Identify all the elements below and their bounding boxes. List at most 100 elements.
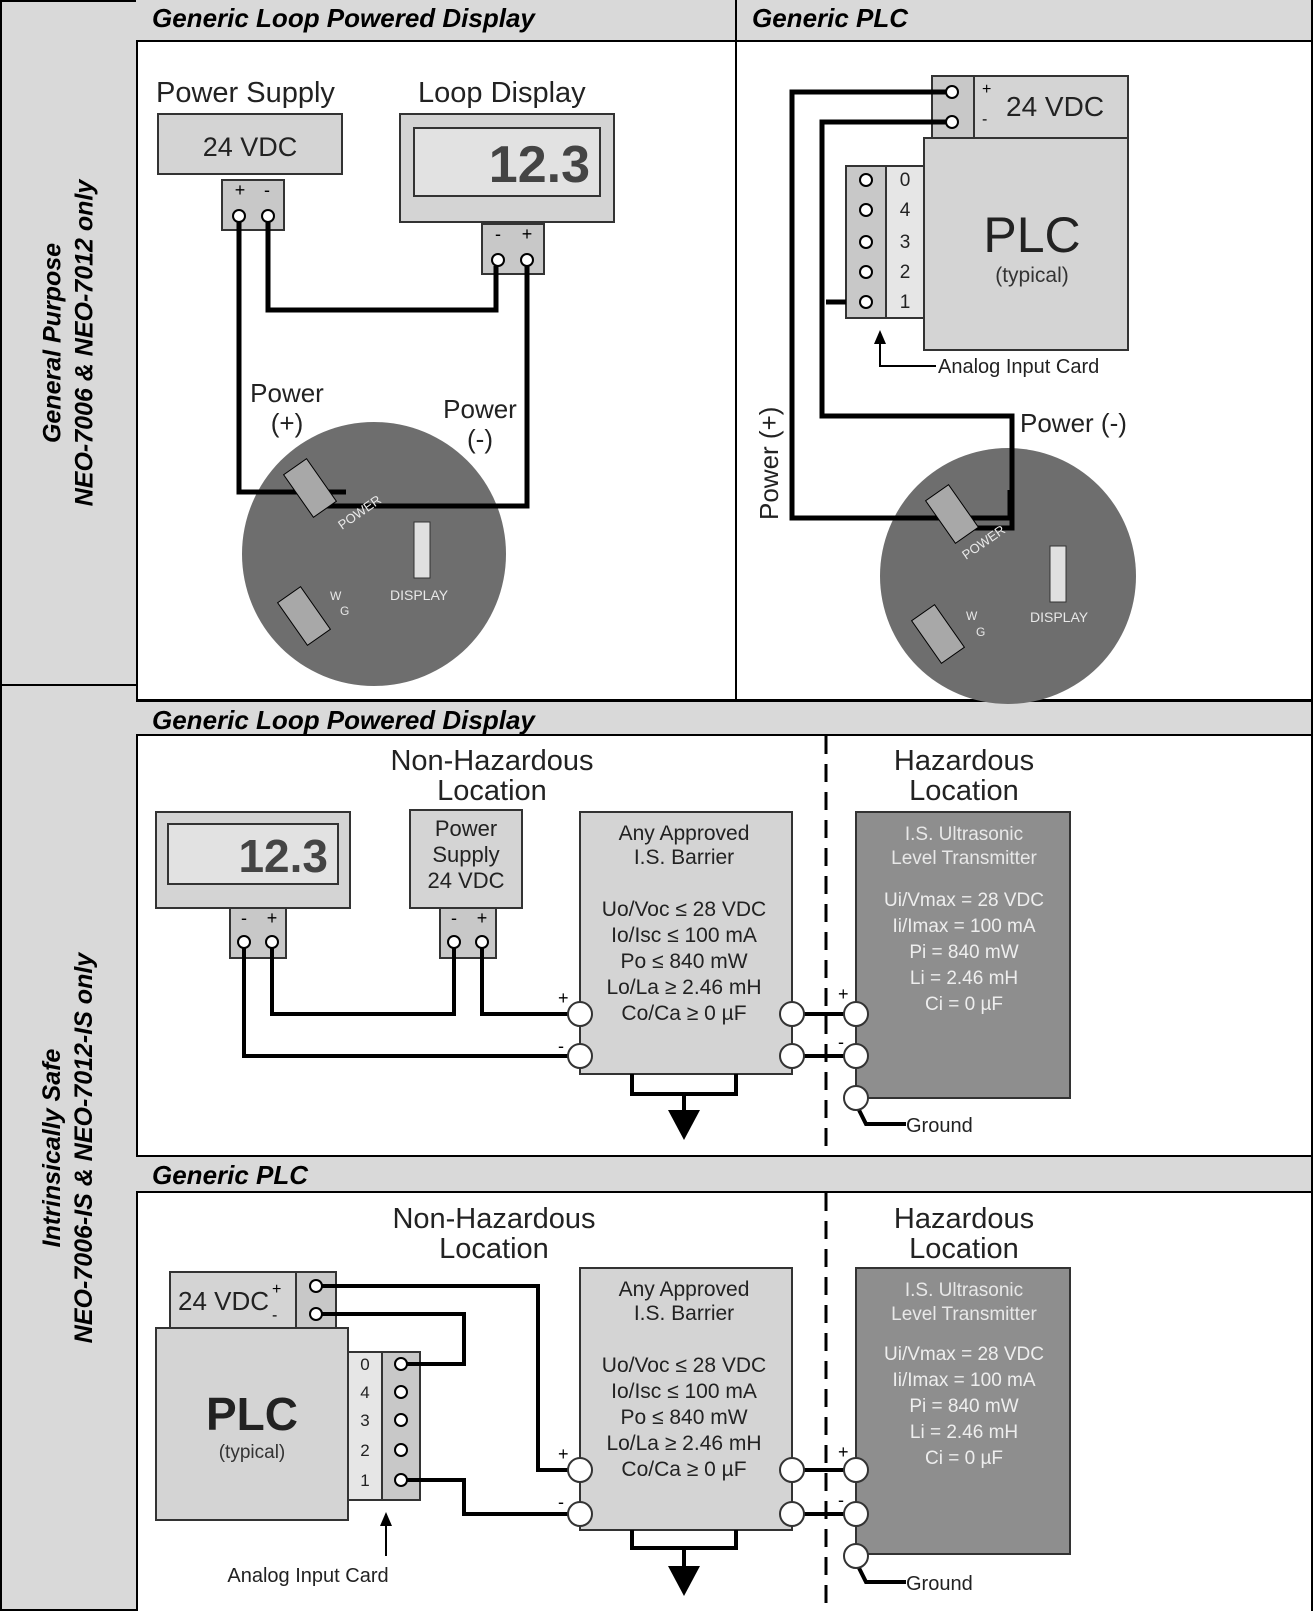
is-d-barrier-1: Any Approved: [619, 822, 750, 845]
is-p-barrier-out-plus: [779, 1457, 805, 1483]
is-d-display-terminals: [229, 907, 287, 959]
is-d-tx-plus-label: +: [838, 984, 849, 1004]
power-supply-value: 24 VDC: [203, 132, 298, 162]
wires-gp-plc: [789, 89, 1015, 531]
is-p-tx-plus: [843, 1457, 869, 1483]
is-p-in-minus: -: [558, 1492, 564, 1512]
is-p-channel-0: 0: [360, 1355, 369, 1374]
is-p-channel-2: 2: [360, 1441, 369, 1460]
is-p-tx-1: I.S. Ultrasonic: [905, 1280, 1023, 1301]
is-p-tx-spec-2: Ii/Imax = 100 mA: [892, 1370, 1035, 1391]
is-display-diagram: Non-Hazardous Location Hazardous Locatio…: [155, 736, 1071, 1155]
plc-wg-connector: [910, 603, 966, 665]
is-p-card-label: Analog Input Card: [227, 1565, 388, 1587]
plc-display-text: DISPLAY: [1030, 609, 1089, 625]
is-p-transmitter: [855, 1267, 1071, 1555]
is-plc-diagram: Non-Hazardous Location Hazardous Locatio…: [155, 1193, 1071, 1611]
is-d-ps-plus: +: [477, 908, 488, 928]
is-p-tx-plus-label: +: [838, 1442, 849, 1462]
is-d-barrier-2: I.S. Barrier: [634, 846, 734, 869]
is-d-ground: Ground: [906, 1115, 973, 1137]
is-d-tx-ground: [843, 1085, 869, 1111]
power-connector: [282, 457, 338, 519]
plc-channel-1: 1: [900, 292, 911, 313]
is-d-nonhaz-2: Location: [437, 775, 547, 807]
is-p-tx-2: Level Transmitter: [891, 1304, 1037, 1325]
header-is-plc: Generic PLC: [136, 1155, 1313, 1193]
is-d-tx-1: I.S. Ultrasonic: [905, 824, 1023, 845]
is-p-haz-1: Hazardous: [894, 1203, 1034, 1235]
is-d-display-value: 12.3: [238, 830, 328, 882]
plc-power-connector: [924, 483, 980, 545]
ps-minus: -: [264, 180, 270, 200]
plc-channel-2: 2: [900, 262, 911, 283]
plc-box: [923, 137, 1129, 351]
is-d-nonhaz-1: Non-Hazardous: [390, 745, 593, 777]
plc-g-text: G: [976, 625, 985, 639]
gp-display-diagram: Power Supply 24 VDC + - Loop Display 12.…: [156, 77, 615, 686]
is-d-display-minus: -: [241, 908, 247, 928]
is-d-ps-2: Supply: [432, 842, 499, 867]
is-d-in-minus: -: [558, 1036, 564, 1056]
loop-display-title: Loop Display: [418, 77, 586, 109]
is-p-barrier-in-plus: [567, 1457, 593, 1483]
is-d-tx-spec-2: Ii/Imax = 100 mA: [892, 916, 1035, 937]
is-p-term-2: [394, 1443, 408, 1457]
is-p-card-arrowhead: [380, 1512, 392, 1526]
is-d-haz-1: Hazardous: [894, 745, 1034, 777]
power-pos-2: (+): [271, 408, 304, 438]
is-d-transmitter: [855, 811, 1071, 1099]
is-d-barrier-spec-5: Co/Ca ≥ 0 µF: [621, 1002, 746, 1025]
is-p-tx-minus-label: -: [838, 1490, 844, 1510]
is-p-term-3: [394, 1413, 408, 1427]
is-p-barrier-spec-2: Io/Isc ≤ 100 mA: [611, 1380, 757, 1403]
plc-terminal-4: [859, 203, 873, 217]
is-d-haz-2: Location: [909, 775, 1019, 807]
plc-title: PLC: [983, 207, 1080, 263]
is-d-ps-term-minus: [447, 935, 461, 949]
is-p-haz-2: Location: [909, 1233, 1019, 1265]
is-p-nonhaz-2: Location: [439, 1233, 549, 1265]
is-d-tx-spec-5: Ci = 0 µF: [925, 994, 1003, 1015]
is-p-ground: Ground: [906, 1573, 973, 1595]
is-p-tx-spec-4: Li = 2.46 mH: [910, 1422, 1018, 1443]
is-d-display-term-plus: [265, 935, 279, 949]
sensor-top-plc: [880, 448, 1136, 704]
plc-supply-terminal-minus: [945, 115, 959, 129]
is-d-tx-2: Level Transmitter: [891, 848, 1037, 869]
loop-display-value: 12.3: [489, 136, 590, 194]
w-text: W: [330, 589, 342, 603]
is-d-barrier-in-minus: [567, 1043, 593, 1069]
is-p-barrier-spec-4: Lo/La ≥ 2.46 mH: [606, 1432, 761, 1455]
plc-channel-3: 3: [900, 232, 911, 253]
is-d-barrier-spec-1: Uo/Voc ≤ 28 VDC: [602, 898, 766, 921]
ps-plus: +: [235, 180, 246, 200]
is-d-display-window: [167, 823, 339, 885]
grid-borders: [136, 0, 1313, 1611]
ld-terminal-minus: [491, 253, 505, 267]
loop-display-window: [413, 127, 601, 197]
is-p-card-channels: [347, 1351, 383, 1501]
is-d-barrier-in-plus: [567, 1001, 593, 1027]
card-label: Analog Input Card: [938, 356, 1099, 378]
is-p-term-1: [394, 1473, 408, 1487]
is-p-nonhaz-1: Non-Hazardous: [392, 1203, 595, 1235]
card-pointer: [879, 334, 936, 367]
is-p-tx-ground: [843, 1543, 869, 1569]
plc-supply-minus: -: [982, 111, 987, 128]
side-band-is: [0, 684, 138, 1611]
is-d-tx-plus: [843, 1001, 869, 1027]
is-p-plc-box: [155, 1327, 349, 1521]
is-p-barrier-out-minus: [779, 1501, 805, 1527]
is-p-supply-plus: +: [272, 1281, 281, 1298]
display-connector: [413, 521, 431, 579]
plc-power-pos: Power (+): [754, 407, 784, 520]
is-p-tx-spec-1: Ui/Vmax = 28 VDC: [884, 1344, 1044, 1365]
g-text: G: [340, 604, 349, 618]
is-d-ps-1: Power: [435, 816, 497, 841]
plc-channel-4: 4: [900, 200, 911, 221]
is-d-wires: [242, 948, 906, 1126]
is-d-ps-minus: -: [451, 908, 457, 928]
plc-channel-0: 0: [900, 170, 911, 191]
